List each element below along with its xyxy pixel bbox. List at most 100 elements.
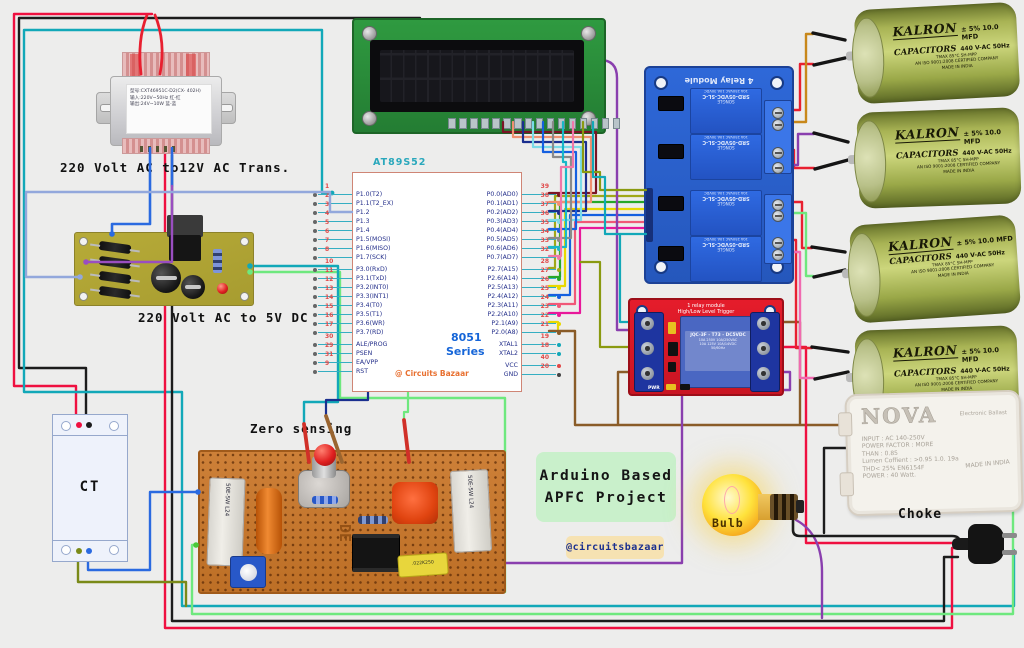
cap-brand: KALRON: [894, 124, 960, 144]
relay1-subtitle: High/Low Level Trigger: [677, 309, 735, 315]
ceramic-resistor-left: 50E-5W L24: [206, 477, 246, 567]
relay1-relay: JQC-3F - T73 - DC5VDC 10A 250V 10A/250VA…: [680, 316, 756, 388]
relay-label: SRD-05VDC-SL-C: [702, 241, 750, 247]
psu-led: [217, 283, 228, 294]
relay4-title: 4 Relay Module: [684, 76, 754, 85]
bulb-screw-base: [770, 494, 798, 520]
choke-type: Electronic Ballast: [959, 410, 1008, 418]
bulb-label: Bulb: [712, 516, 744, 530]
zero-sensing-caption: Zero sensing: [250, 421, 353, 436]
bulb-filament: [724, 486, 740, 514]
ct-label: CT: [79, 479, 101, 495]
project-title-line1: Arduino Based: [539, 468, 673, 484]
plug-prong: [1002, 533, 1017, 538]
choke-caption: Choke: [898, 507, 943, 522]
relay-module-4ch: 4 Relay Module SONGLE SRD-05VDC-SL-C 10A…: [644, 66, 794, 284]
cap-brand: KALRON: [892, 19, 958, 41]
mcu-series: Series: [446, 345, 485, 358]
relay1-title: 1 relay module: [687, 303, 725, 309]
psu-diode: [98, 240, 132, 255]
transformer-tape: [186, 54, 196, 80]
bulb-neck: [758, 494, 772, 520]
mcu-family: 8051: [451, 331, 482, 344]
relay-brand: SONGLE: [717, 201, 735, 206]
choke-brand: NOVA: [860, 401, 938, 429]
dip8-ic: [352, 534, 400, 572]
wire-p23-pink: [547, 220, 648, 306]
relay4-relay4: SONGLE SRD-05VDC-SL-C 10A 250VAC 10A 30V…: [690, 236, 762, 282]
cap2-lead-bottom: [813, 158, 850, 171]
zero-sensing-board: 50E-5W L24 .022K250 DE 50E-5W L24: [198, 444, 506, 594]
transformer-spec-label: 型号:CXT46951C-D2(CX- 402H) 输入:220V~50Hz 红…: [126, 84, 212, 134]
cap-spec: ± 5% 10.0 MFD: [963, 128, 1002, 147]
psu-resistor: [213, 249, 222, 273]
wire-olive-ct: [76, 558, 188, 608]
board-marking: DE: [336, 523, 355, 543]
pushbutton-cap: [314, 444, 336, 466]
relay1-pwr-label: PWR: [648, 386, 660, 391]
small-resistor: [312, 496, 338, 504]
wire-olive-relay1: [578, 260, 633, 349]
lcd-screen: [380, 50, 574, 102]
wire-p26-green: [547, 200, 648, 279]
cap-spec: ± 5% 10.0 MFD: [961, 346, 1000, 365]
yellow-capacitor: .022K250: [397, 552, 449, 578]
psu-diode: [98, 285, 132, 300]
transformer-220-12: 型号:CXT46951C-D2(CX- 402H) 输入:220V~50Hz 红…: [96, 52, 236, 154]
choke-spec-lines: INPUT : AC 140-250V POWER FACTOR : MORE …: [862, 433, 960, 480]
relay1-component: [680, 384, 690, 390]
resistor-label: 50E-5W L24: [223, 482, 231, 517]
wire-p25-yellow: [547, 207, 648, 288]
psu-board: [74, 215, 254, 306]
cap4-lead-bottom: [813, 370, 850, 381]
bulb: Bulb: [700, 472, 812, 542]
wire-p27-olive: [547, 194, 648, 270]
relay4-relay1: SONGLE SRD-05VDC-SL-C 10A 250VAC 10A 30V…: [690, 88, 762, 134]
transformer-spec-line2: 输入:220V~50Hz 红-红: [130, 95, 181, 101]
psu-capacitor-large: [151, 263, 181, 293]
trimmer-pot: [230, 556, 266, 588]
project-title-line2: APFC Project: [544, 490, 668, 506]
relay1-part-number: JQC-3F - T73 - DC5VDC: [690, 333, 746, 338]
relay-brand: SONGLE: [717, 247, 735, 252]
orange-square-component: [392, 482, 438, 524]
transformer-spec-line1: 型号:CXT46951C-D2(CX- 402H): [130, 89, 201, 94]
psu-diode: [98, 255, 132, 270]
psu-regulator: [169, 235, 201, 261]
cap2-lead-top: [812, 131, 850, 144]
psu-capacitor-small: [181, 275, 205, 299]
current-transformer: CT: [52, 414, 128, 562]
mcu-credit: @ Circuits Bazaar: [395, 369, 469, 378]
transformer-tape: [130, 54, 140, 80]
choke-ballast: NOVA Electronic Ballast INPUT : AC 140-2…: [837, 389, 1024, 517]
project-title-box: Arduino Based APFC Project: [536, 452, 676, 522]
choke-spec-6: POWER : 40 Watt.: [862, 471, 917, 480]
cap3-lead-bottom: [812, 268, 847, 279]
yellow-capacitor-label: .022K250: [411, 560, 435, 567]
relay4-relay3: SONGLE SRD-05VDC-SL-C 10A 250VAC 10A 30V…: [690, 190, 762, 236]
wire-lightgreen-zero: [402, 388, 410, 422]
cap-brand: KALRON: [892, 342, 958, 362]
psu-diode: [98, 270, 132, 285]
